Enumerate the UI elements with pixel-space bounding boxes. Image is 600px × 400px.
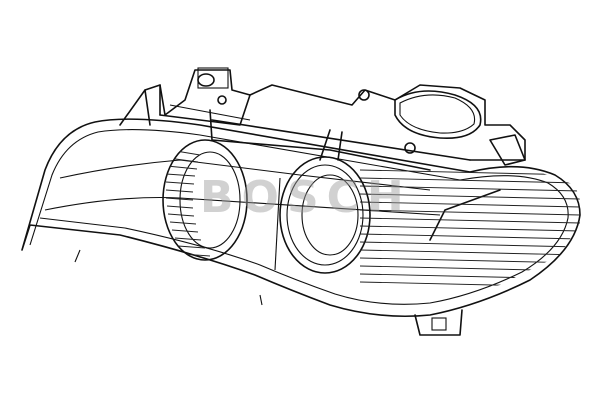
right-projector-ring	[274, 156, 371, 274]
left-projector-ring	[162, 139, 248, 261]
brand-watermark: BOSCH	[200, 172, 412, 223]
mount-bracket	[74, 249, 463, 336]
housing-rear	[119, 67, 526, 171]
lens-seam	[44, 196, 441, 216]
reflector-hatch	[359, 169, 581, 288]
